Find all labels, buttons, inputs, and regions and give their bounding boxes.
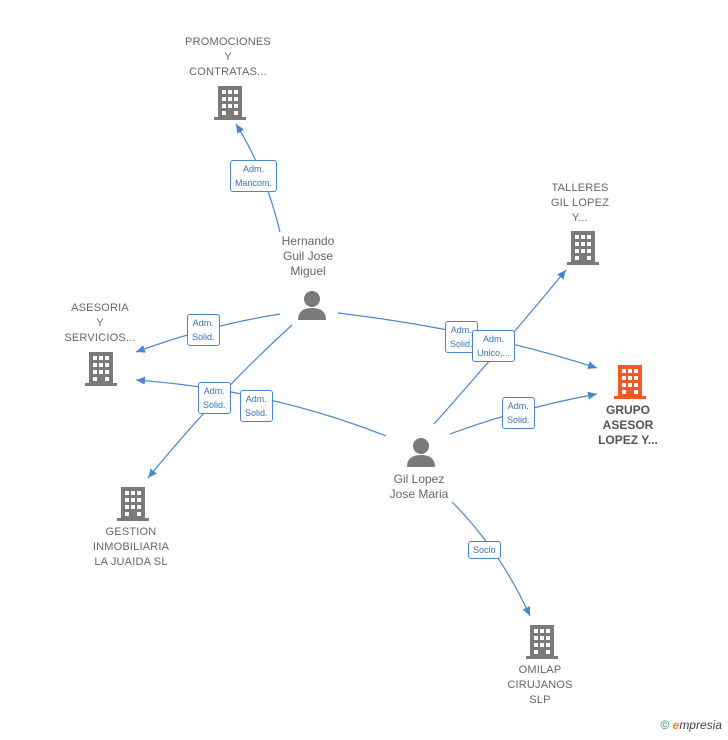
person-icon[interactable] <box>296 290 328 320</box>
brand-footer: © empresia <box>660 718 722 732</box>
person-label-gil[interactable]: Gil Lopez Jose Maria <box>389 472 449 501</box>
building-icon[interactable] <box>85 352 117 386</box>
role-badge: Adm. Unico,... <box>472 330 516 362</box>
building-icon[interactable] <box>214 86 246 120</box>
role-badge: Adm. Solid. <box>502 397 535 429</box>
company-label-promociones[interactable]: PROMOCIONES Y CONTRATAS... <box>185 36 271 78</box>
person-label-hernando[interactable]: Hernando Guil Jose Miguel <box>281 234 335 278</box>
company-label-asesoria[interactable]: ASESORIA Y SERVICIOS... <box>64 302 136 344</box>
role-badge: Adm. Solid. <box>187 314 220 346</box>
role-badge: Adm. Mancom. <box>230 160 278 192</box>
building-icon[interactable] <box>117 487 149 521</box>
person-icon[interactable] <box>405 437 437 467</box>
building-icon-highlighted[interactable] <box>614 365 646 399</box>
building-icon[interactable] <box>567 231 599 265</box>
building-icon[interactable] <box>526 625 558 659</box>
edge-gil-omilap <box>451 501 531 617</box>
role-badge: Adm. Solid. <box>198 382 231 414</box>
role-badge: Socio <box>468 541 501 559</box>
company-label-gestion[interactable]: GESTION INMOBILIARIA LA JUAIDA SL <box>92 526 170 568</box>
role-badge: Adm. Solid. <box>240 390 273 422</box>
copyright-icon: © <box>660 718 670 732</box>
company-label-grupo[interactable]: GRUPO ASESOR LOPEZ Y... <box>598 403 658 447</box>
brand-logo-e: e <box>672 718 680 732</box>
company-label-omilap[interactable]: OMILAP CIRUJANOS SLP <box>507 664 573 706</box>
brand-logo-text: mpresia <box>679 718 722 732</box>
company-label-talleres[interactable]: TALLERES GIL LOPEZ Y... <box>550 182 610 224</box>
